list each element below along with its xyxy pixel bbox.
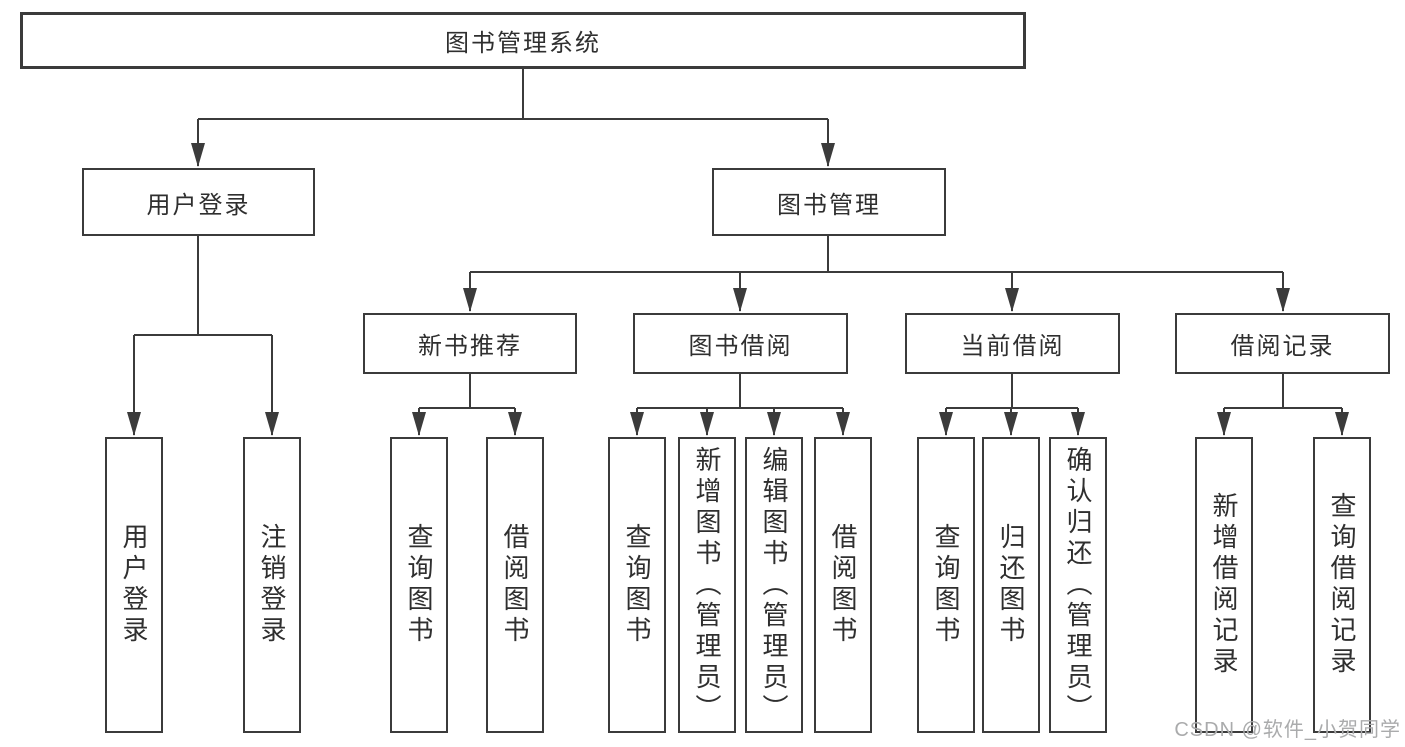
- node-label: 新增图书（管理员）: [692, 445, 722, 725]
- node-current-borrow: 当前借阅: [905, 313, 1120, 374]
- node-label: 当前借阅: [960, 333, 1065, 360]
- node-label: 新增借阅记录: [1209, 492, 1239, 678]
- leaf-query-books-1: 查询图书: [390, 437, 448, 733]
- node-label: 归还图书: [996, 523, 1026, 647]
- leaf-query-books-3: 查询图书: [917, 437, 975, 733]
- node-label: 借阅记录: [1230, 333, 1335, 360]
- node-label: 查询图书: [404, 523, 434, 647]
- leaf-add-borrow-record: 新增借阅记录: [1195, 437, 1253, 733]
- leaf-return-books: 归还图书: [982, 437, 1040, 733]
- node-label: 借阅图书: [500, 523, 530, 647]
- node-label: 新书推荐: [418, 333, 522, 360]
- leaf-add-books-admin: 新增图书（管理员）: [678, 437, 736, 733]
- leaf-borrow-books-2: 借阅图书: [814, 437, 872, 733]
- node-label: 确认归还（管理员）: [1063, 445, 1093, 725]
- leaf-logout: 注销登录: [243, 437, 301, 733]
- node-label: 查询借阅记录: [1327, 492, 1357, 678]
- leaf-query-books-2: 查询图书: [608, 437, 666, 733]
- watermark-text: CSDN @软件_小贺同学: [1174, 719, 1401, 741]
- leaf-edit-books-admin: 编辑图书（管理员）: [745, 437, 803, 733]
- node-label: 注销登录: [257, 523, 287, 647]
- node-label: 用户登录: [146, 191, 251, 219]
- node-new-book-recommend: 新书推荐: [363, 313, 577, 374]
- leaf-confirm-return-admin: 确认归还（管理员）: [1049, 437, 1107, 733]
- leaf-query-borrow-record: 查询借阅记录: [1313, 437, 1371, 733]
- node-borrow-records: 借阅记录: [1175, 313, 1390, 374]
- node-label: 图书借阅: [688, 333, 793, 360]
- node-label: 查询图书: [931, 523, 961, 647]
- node-user-login: 用户登录: [82, 168, 315, 236]
- node-label: 借阅图书: [828, 523, 858, 647]
- node-label: 图书管理: [777, 191, 881, 219]
- node-label: 编辑图书（管理员）: [759, 445, 789, 725]
- node-label: 用户登录: [119, 523, 149, 647]
- node-library-system: 图书管理系统: [20, 12, 1026, 69]
- leaf-borrow-books-1: 借阅图书: [486, 437, 544, 733]
- leaf-user-login: 用户登录: [105, 437, 163, 733]
- node-label: 图书管理系统: [445, 30, 601, 57]
- node-label: 查询图书: [622, 523, 652, 647]
- node-book-borrow: 图书借阅: [633, 313, 848, 374]
- node-book-management: 图书管理: [712, 168, 946, 236]
